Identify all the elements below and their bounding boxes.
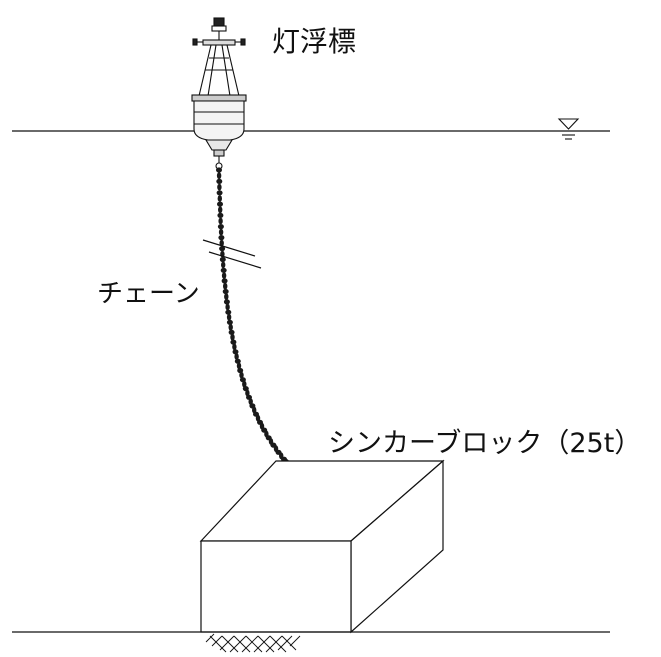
chain-link — [219, 256, 226, 263]
chain-link — [228, 323, 233, 331]
chain-link — [221, 261, 226, 269]
chain-link — [217, 212, 224, 218]
buoy-label: 灯浮標 — [272, 25, 357, 58]
chain-link — [234, 358, 241, 364]
chain-link — [221, 272, 227, 279]
chain-link — [219, 246, 226, 252]
chain-link — [248, 398, 253, 405]
chain-link — [216, 178, 223, 184]
chain-label: チェーン — [97, 279, 200, 309]
chain-link — [230, 333, 235, 341]
chain-link — [218, 217, 223, 225]
sinker-label: シンカーブロック（25t） — [328, 428, 642, 459]
chain-link — [217, 195, 222, 202]
chain-link — [226, 319, 233, 325]
seabed-hatching — [205, 633, 301, 653]
chain-link — [225, 303, 230, 311]
chain-link — [232, 343, 237, 351]
chain-break-marks — [202, 239, 262, 269]
chain-link — [239, 371, 244, 379]
chain-link — [222, 288, 229, 295]
chain-link — [218, 228, 224, 236]
chain-link — [217, 224, 224, 230]
chain-link — [236, 362, 242, 370]
water-level-symbol — [557, 118, 580, 140]
chain-link — [245, 389, 250, 397]
chain-link — [242, 380, 247, 388]
chain-link — [221, 278, 228, 284]
chain-link — [216, 167, 222, 173]
chain-link — [220, 267, 227, 273]
chain-link — [230, 339, 237, 345]
chain-link — [218, 206, 223, 214]
chain-link — [234, 353, 239, 360]
chain-link — [217, 201, 223, 207]
chain-link — [216, 172, 222, 180]
chain-link — [218, 235, 225, 241]
chain-link — [228, 329, 235, 335]
chain-link — [232, 349, 239, 355]
chain-link — [224, 293, 229, 301]
chain-link — [225, 309, 232, 315]
light-buoy — [191, 17, 247, 170]
chain-link — [216, 190, 223, 196]
chain-link — [223, 282, 228, 290]
chain-link — [223, 299, 230, 305]
chain — [216, 167, 312, 487]
chain-link — [226, 313, 232, 321]
chain-link — [217, 183, 222, 191]
sinker-block — [199, 459, 445, 634]
